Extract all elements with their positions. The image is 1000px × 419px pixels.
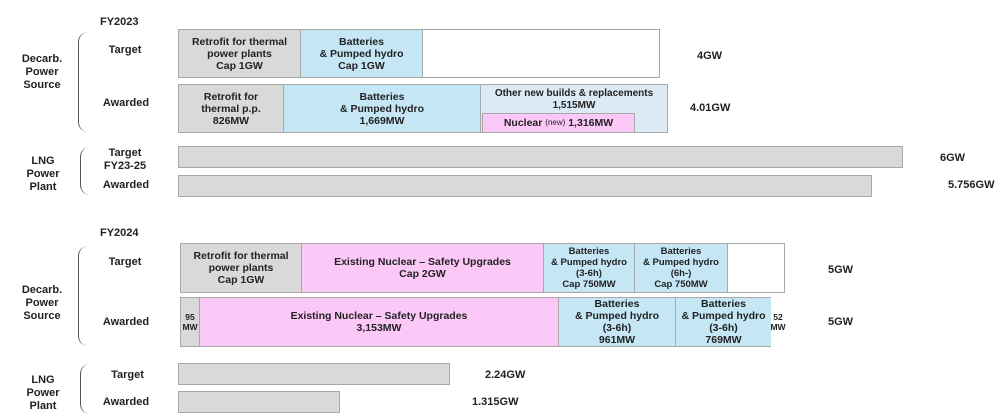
target-label: Target <box>108 256 142 268</box>
lng-group-label: LNG Power Plant <box>26 155 60 193</box>
brace-icon <box>78 246 89 346</box>
lng-awarded-bar <box>178 175 872 197</box>
brace-icon <box>80 364 91 414</box>
fy2024-title: FY2024 <box>100 227 139 239</box>
bar-segment-thermal: Retrofit for thermal power plants Cap 1G… <box>180 243 302 293</box>
bar-segment-nuclear-new: Nuclear (new) 1,316MW <box>482 113 635 133</box>
lng-target-label: Target FY23-25 <box>103 147 147 172</box>
lng-target-bar <box>178 146 903 168</box>
bar-segment-thermal: Retrofit for thermal p.p. 826MW <box>178 84 284 133</box>
nuclear-value: 1,316MW <box>568 117 614 129</box>
lng-awarded-label: Awarded <box>102 179 150 191</box>
bar-segment-batteries: Batteries & Pumped hydro Cap 1GW <box>300 29 423 78</box>
fy2023-title: FY2023 <box>100 16 139 28</box>
fy2023-awarded-total: 4.01GW <box>690 102 731 114</box>
nuclear-label: Nuclear <box>503 117 543 129</box>
lng-awarded-label: Awarded <box>102 396 150 408</box>
bar-segment-nuclear: Existing Nuclear – Safety Upgrades Cap 2… <box>301 243 544 293</box>
brace-icon <box>78 32 89 132</box>
lng-target-bar <box>178 363 450 385</box>
target-label: Target <box>108 44 142 56</box>
decarb-group-label: Decarb. Power Source <box>21 53 63 91</box>
bar-segment-thermal: Retrofit for thermal power plants Cap 1G… <box>178 29 301 78</box>
bar-segment-thermal: 95 MW <box>180 297 200 347</box>
fy2024-awarded-total: 5GW <box>828 316 854 328</box>
lng-awarded-total: 1.315GW <box>472 396 519 408</box>
lng-awarded-total: 5.756GW <box>948 179 995 191</box>
lng-target-total: 6GW <box>940 152 966 164</box>
awarded-label: Awarded <box>102 97 150 109</box>
decarb-group-label: Decarb. Power Source <box>21 284 63 322</box>
lng-target-total: 2.24GW <box>485 369 526 381</box>
fy2023-target-total: 4GW <box>697 50 723 62</box>
lng-target-label: Target <box>111 369 144 381</box>
bar-segment-batteries-b: Batteries & Pumped hydro (3-6h) 769MW <box>675 297 772 347</box>
lng-awarded-bar <box>178 391 340 413</box>
bar-segment-other: 52 MW <box>770 297 786 347</box>
bar-segment-batteries: Batteries & Pumped hydro 1,669MW <box>283 84 481 133</box>
brace-icon <box>80 147 91 195</box>
bar-segment-batteries-a: Batteries & Pumped hydro (3-6h) 961MW <box>558 297 676 347</box>
lng-group-label: LNG Power Plant <box>26 374 60 412</box>
bar-segment-batteries-6h: Batteries & Pumped hydro (6h-) Cap 750MW <box>634 243 728 293</box>
awarded-label: Awarded <box>102 316 150 328</box>
fy2024-target-total: 5GW <box>828 264 854 276</box>
bar-segment-batteries-3-6h: Batteries & Pumped hydro (3-6h) Cap 750M… <box>543 243 635 293</box>
bar-segment-nuclear: Existing Nuclear – Safety Upgrades 3,153… <box>199 297 559 347</box>
nuclear-sub: (new) <box>545 118 566 127</box>
